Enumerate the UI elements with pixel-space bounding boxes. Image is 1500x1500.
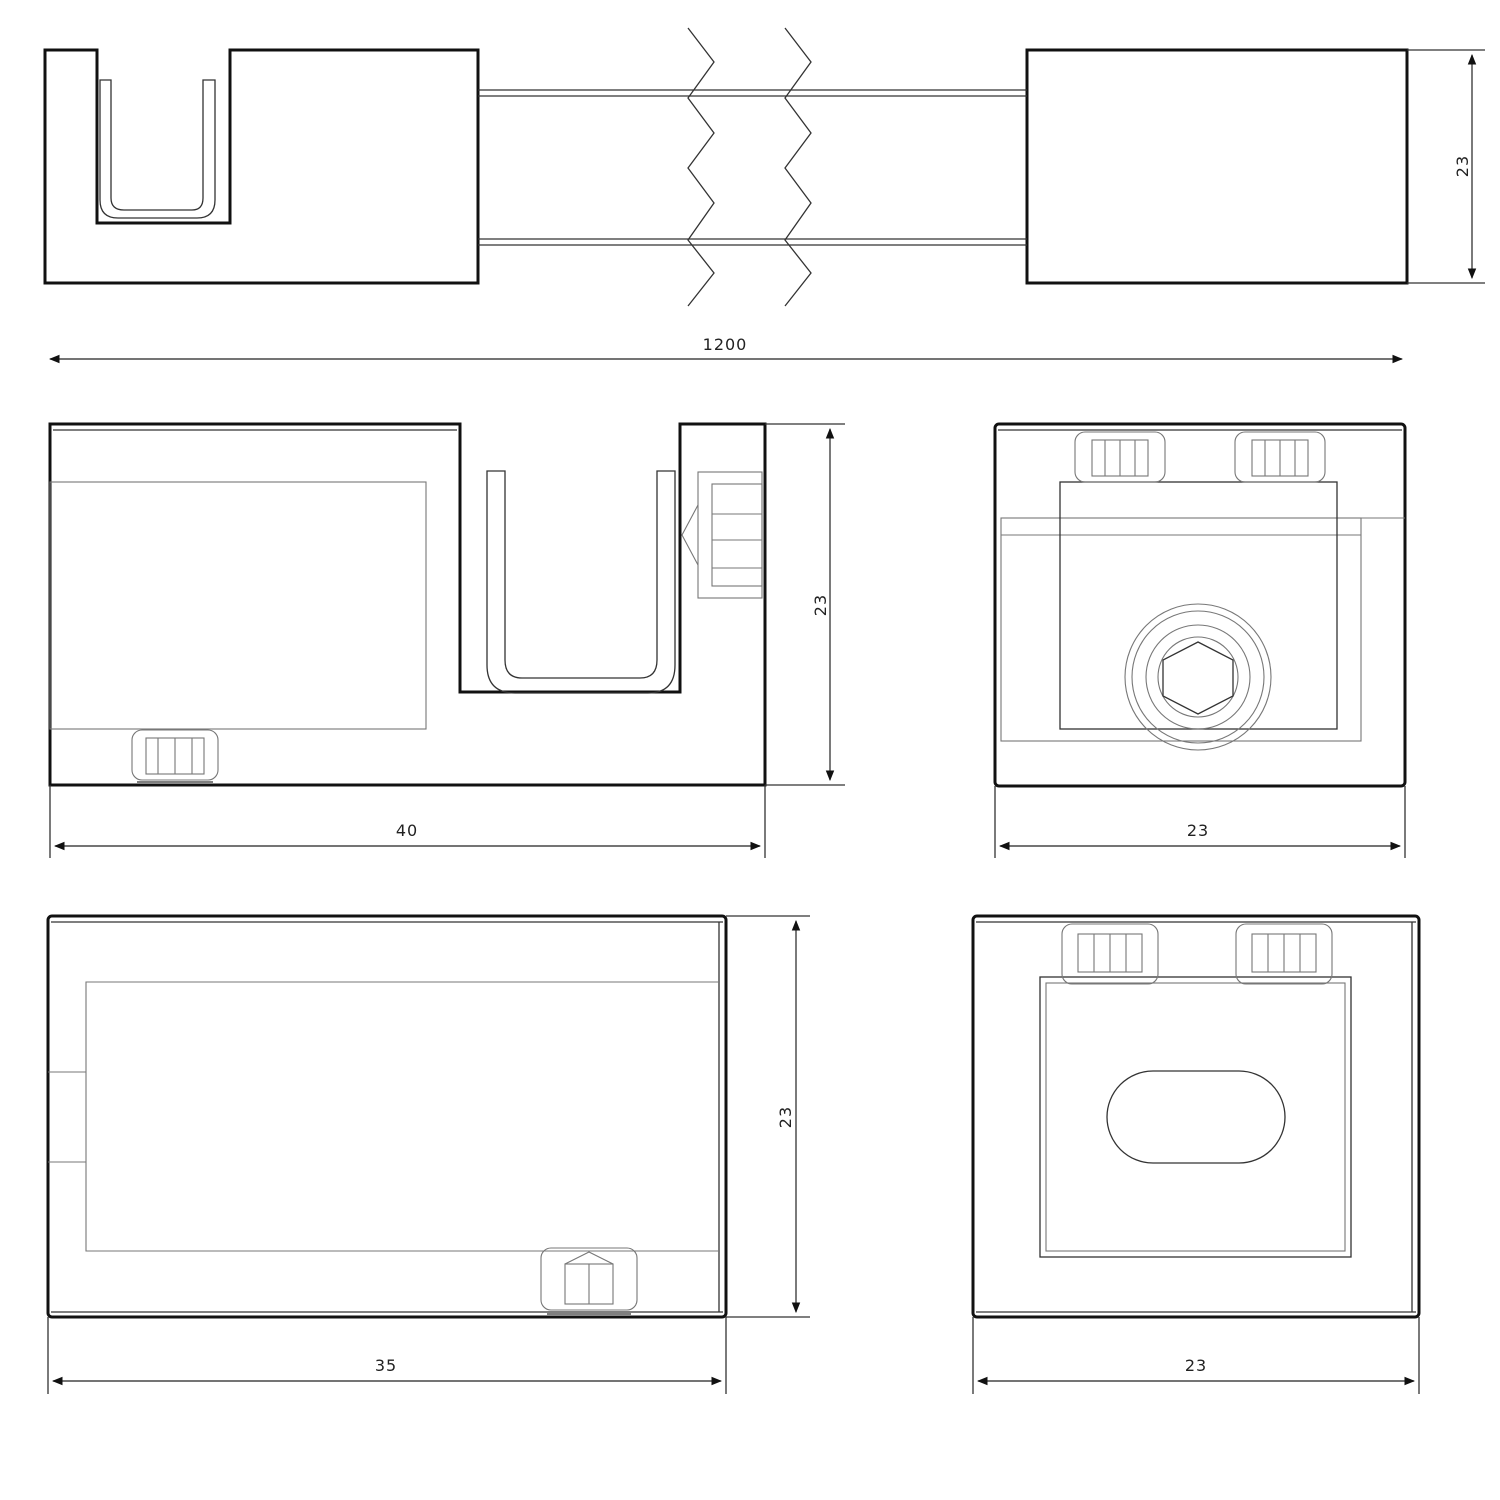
side-view: 23 40 xyxy=(48,422,845,858)
plan-fitting xyxy=(540,1247,638,1315)
height-dimension-label: 23 xyxy=(1453,155,1472,177)
end-view-slot: 23 xyxy=(971,914,1421,1394)
end2-fitting-left xyxy=(1061,923,1159,985)
end2-width-dimension-label: 23 xyxy=(1185,1356,1207,1375)
length-dimension-label: 1200 xyxy=(703,335,748,354)
side-u-clip xyxy=(486,470,676,694)
oval-slot xyxy=(1106,1070,1286,1164)
end2-fitting-right xyxy=(1235,923,1333,985)
hex-bolt xyxy=(1124,603,1272,751)
right-end-block xyxy=(1025,48,1409,285)
end2-inner-plate-outer xyxy=(1039,976,1352,1258)
break-line-right xyxy=(784,27,812,307)
break-line-left xyxy=(687,27,715,307)
side-fitting-bottom xyxy=(131,729,219,783)
plan-body-outline xyxy=(46,914,728,1319)
plan-view: 23 35 xyxy=(46,914,810,1394)
end-body-outline xyxy=(993,422,1407,788)
end-inner-plate xyxy=(1059,481,1338,730)
side-width-dimension-label: 40 xyxy=(396,821,418,840)
plan-hidden-pocket xyxy=(85,981,720,1252)
end2-inner-plate-inner xyxy=(1045,982,1346,1252)
end-view-bolt: 23 xyxy=(993,422,1407,858)
hidden-pocket-outline xyxy=(49,481,427,730)
plan-width-dimension-label: 35 xyxy=(375,1356,397,1375)
plan-end-notch xyxy=(48,1071,86,1163)
end-width-dimension-label: 23 xyxy=(1187,821,1209,840)
side-body-outline xyxy=(48,422,767,787)
top-elevation-view: 23 1200 xyxy=(43,27,1485,364)
side-height-dimension-label: 23 xyxy=(811,594,830,616)
end-fitting-left xyxy=(1074,431,1166,483)
end-hidden-recess xyxy=(1000,517,1362,742)
left-bracket-outline xyxy=(43,48,480,285)
side-fitting-right xyxy=(681,471,763,599)
end-fitting-right xyxy=(1234,431,1326,483)
plan-height-dimension-label: 23 xyxy=(776,1106,795,1128)
left-u-clip xyxy=(99,79,216,219)
end2-body-outline xyxy=(971,914,1421,1319)
